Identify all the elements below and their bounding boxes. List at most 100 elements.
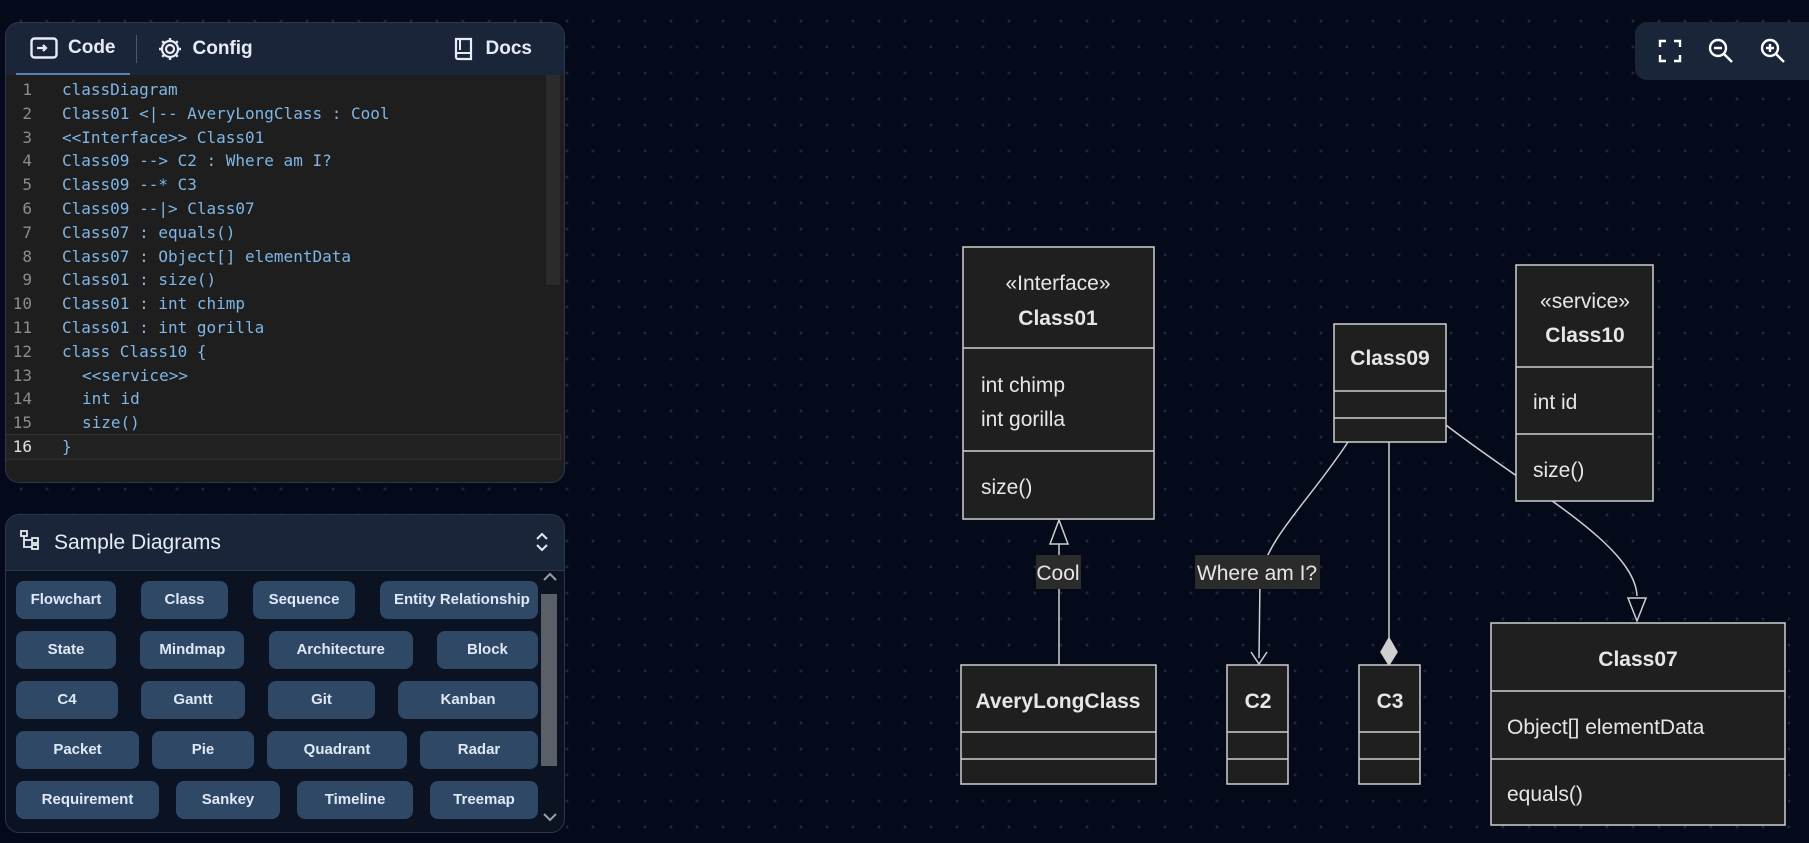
zoom-out-icon[interactable] — [1707, 37, 1735, 65]
node-class10[interactable] — [1515, 264, 1654, 502]
chip-row: C4 Gantt Git Kanban — [16, 681, 538, 719]
chip-row: Flowchart Class Sequence Entity Relationshi… — [16, 581, 538, 619]
node-class01[interactable] — [962, 246, 1155, 520]
sample-chip[interactable]: State — [16, 631, 116, 669]
sample-chip[interactable]: Quadrant — [267, 731, 407, 769]
line-text: Class07 : Object[] elementData — [62, 246, 351, 266]
samples-header: Sample Diagrams — [6, 515, 564, 571]
line-text: <<service>> — [82, 365, 188, 385]
scroll-down-icon[interactable] — [541, 810, 559, 824]
samples-scroll-thumb[interactable] — [541, 594, 557, 766]
edge-label-where: Where am I? — [1197, 562, 1317, 585]
sample-chip[interactable]: Kanban — [398, 681, 538, 719]
tab-config[interactable]: Config — [143, 23, 267, 75]
code-line[interactable]: 3<<Interface>> Class01 — [6, 126, 564, 150]
line-text: Class07 : equals() — [62, 222, 236, 242]
fullscreen-icon[interactable] — [1657, 38, 1683, 64]
sample-chip[interactable]: Entity Relationship — [380, 581, 538, 619]
sample-chip[interactable]: Sequence — [253, 581, 355, 619]
code-line[interactable]: 8 Class07 : Object[] elementData — [6, 245, 564, 269]
line-number: 12 — [12, 341, 32, 361]
tab-code-label: Code — [68, 37, 116, 58]
edge-class09-class07 — [1445, 424, 1638, 597]
inherit-arrowhead — [1048, 517, 1070, 545]
code-line[interactable]: 16} — [6, 433, 561, 460]
class09-name: Class09 — [1350, 347, 1429, 370]
code-line[interactable]: 15 size() — [6, 411, 564, 435]
line-number: 1 — [22, 80, 32, 99]
sample-chip[interactable]: Flowchart — [16, 581, 116, 619]
line-text: Class09 --> C2 : Where am I? — [62, 151, 332, 171]
collapse-icon[interactable] — [534, 531, 550, 558]
sample-chip[interactable]: Radar — [420, 731, 538, 769]
sample-chip[interactable]: Timeline — [297, 781, 413, 819]
line-number: 8 — [22, 246, 32, 266]
sample-chip[interactable]: Mindmap — [140, 631, 245, 669]
samples-scrollbar[interactable] — [539, 568, 557, 826]
gear-icon — [157, 36, 183, 62]
line-number: 9 — [22, 270, 32, 290]
arrow-c2 — [1250, 651, 1268, 666]
node-class09[interactable] — [1333, 323, 1447, 443]
zoom-in-icon[interactable] — [1759, 37, 1787, 65]
samples-panel: Sample Diagrams Flowchart Class Sequence En… — [5, 514, 565, 833]
diagram-tree-icon — [20, 530, 40, 555]
sample-chip[interactable]: Pie — [152, 731, 254, 769]
line-number: 6 — [22, 198, 32, 218]
node-averylongclass[interactable] — [960, 664, 1157, 785]
line-number: 11 — [12, 317, 32, 337]
sample-chip[interactable]: Block — [436, 631, 538, 669]
edge-label-cool: Cool — [1036, 562, 1079, 585]
line-text: Class01 : int chimp — [62, 294, 246, 314]
tab-docs[interactable]: Docs — [438, 23, 546, 75]
tab-code[interactable]: Code — [16, 23, 130, 75]
class07-name: Class07 — [1598, 648, 1677, 671]
sample-chip[interactable]: Requirement — [16, 781, 159, 819]
node-c3[interactable] — [1358, 664, 1421, 785]
sample-chip[interactable]: Sankey — [176, 781, 280, 819]
sample-chip[interactable]: Treemap — [430, 781, 538, 819]
line-text: } — [62, 436, 72, 456]
sample-chip[interactable]: Class — [141, 581, 228, 619]
class01-name: Class01 — [1018, 307, 1098, 330]
code-line[interactable]: 13<<service>> — [6, 364, 564, 388]
code-line[interactable]: 7 Class07 : equals() — [6, 221, 564, 245]
c2-name: C2 — [1245, 690, 1272, 713]
class01-attr: int gorilla — [981, 408, 1065, 431]
class07-method: equals() — [1507, 783, 1583, 806]
book-icon — [452, 36, 476, 62]
tab-config-label: Config — [192, 38, 253, 59]
code-scrollbar[interactable] — [546, 75, 560, 285]
sample-chip[interactable]: Packet — [16, 731, 139, 769]
sample-chip[interactable]: Gantt — [141, 681, 245, 719]
line-text: <<Interface>> Class01 — [62, 127, 265, 147]
sample-chip[interactable]: Git — [268, 681, 375, 719]
tab-docs-label: Docs — [485, 38, 532, 59]
line-text: size() — [82, 413, 140, 433]
node-c2[interactable] — [1226, 664, 1289, 785]
averylongclass-name: AveryLongClass — [976, 690, 1141, 713]
line-number: 15 — [12, 413, 32, 433]
composition-diamond — [1380, 636, 1398, 667]
node-class07[interactable] — [1490, 622, 1786, 826]
chip-row: Packet Pie Quadrant Radar — [16, 731, 538, 769]
line-number: 7 — [22, 222, 32, 242]
editor-tabs: Code Config Docs — [6, 23, 564, 75]
scroll-up-icon[interactable] — [541, 570, 559, 584]
line-number: 2 — [22, 103, 32, 123]
sample-chip[interactable]: C4 — [16, 681, 118, 719]
sample-chip[interactable]: Architecture — [268, 631, 413, 669]
